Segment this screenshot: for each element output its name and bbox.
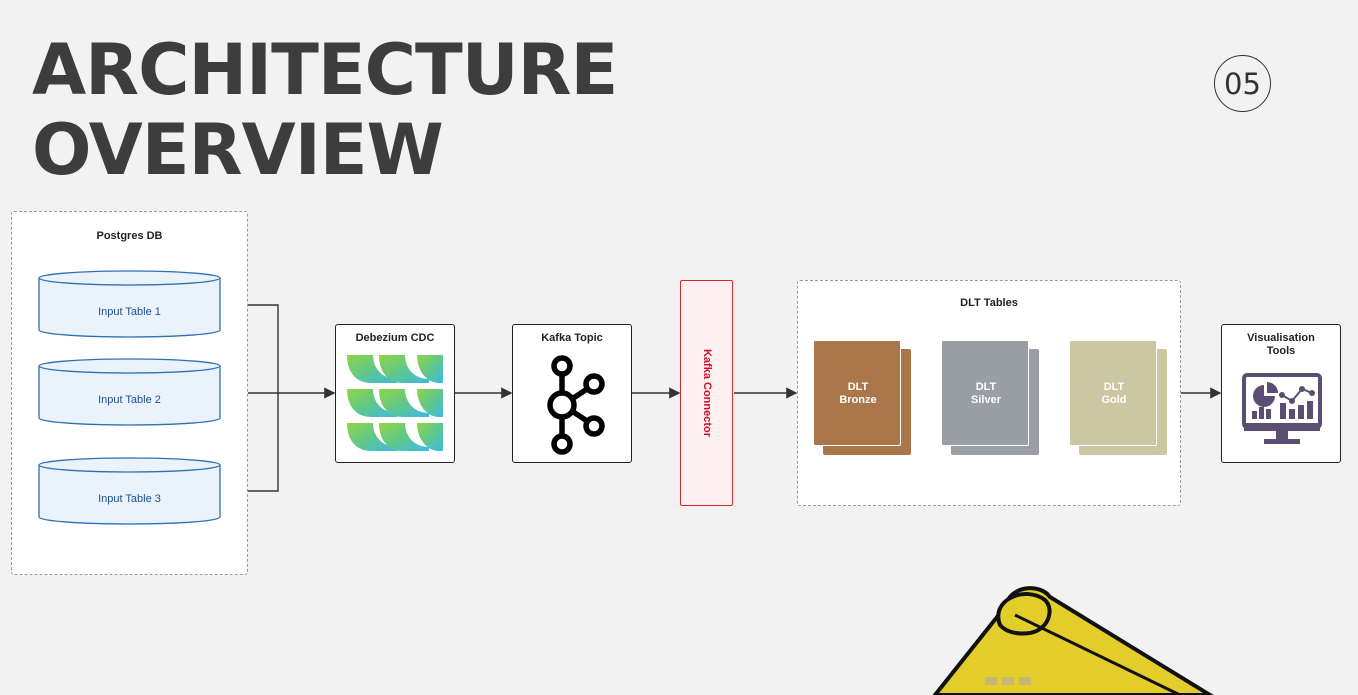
dlt-gold-front-page: DLT Gold bbox=[1069, 340, 1157, 446]
debezium-cdc-node: Debezium CDC bbox=[335, 324, 455, 463]
input-table-2-label: Input Table 2 bbox=[98, 394, 161, 406]
postgres-db-label: Postgres DB bbox=[96, 230, 163, 242]
dlt-silver-line-2: Silver bbox=[971, 394, 1001, 406]
dlt-gold-table: DLT Gold bbox=[1069, 340, 1167, 460]
visualisation-line-2: Tools bbox=[1266, 345, 1296, 357]
visualisation-tools-node: Visualisation Tools bbox=[1221, 324, 1341, 463]
page-title: ARCHITECTURE OVERVIEW bbox=[32, 29, 618, 191]
visualisation-tools-label: Visualisation Tools bbox=[1222, 332, 1340, 358]
debezium-cdc-label: Debezium CDC bbox=[355, 332, 435, 344]
dlt-tables-label: DLT Tables bbox=[960, 297, 1018, 309]
dlt-silver-label: DLT Silver bbox=[942, 381, 1030, 407]
debezium-logo-icon bbox=[347, 355, 443, 451]
database-icon bbox=[38, 358, 221, 426]
dlt-bronze-line-1: DLT bbox=[847, 381, 869, 393]
page-number-badge: 05 bbox=[1214, 55, 1271, 112]
dlt-silver-front-page: DLT Silver bbox=[941, 340, 1029, 446]
input-table-2-cylinder: Input Table 2 bbox=[38, 358, 221, 428]
dlt-gold-line-1: DLT bbox=[1103, 381, 1125, 393]
database-icon bbox=[38, 457, 221, 525]
title-line-2: OVERVIEW bbox=[32, 109, 444, 191]
kafka-logo-icon bbox=[547, 355, 605, 455]
title-line-1: ARCHITECTURE bbox=[32, 29, 618, 111]
dlt-silver-line-1: DLT bbox=[975, 381, 997, 393]
decorative-yellow-scroll bbox=[932, 586, 1214, 695]
kafka-connector-node: Kafka Connector bbox=[680, 280, 733, 506]
dlt-bronze-front-page: DLT Bronze bbox=[813, 340, 901, 446]
input-table-1-cylinder: Input Table 1 bbox=[38, 270, 221, 340]
kafka-topic-label: Kafka Topic bbox=[541, 332, 603, 344]
kafka-topic-node: Kafka Topic bbox=[512, 324, 632, 463]
kafka-connector-label: Kafka Connector bbox=[700, 348, 713, 438]
input-table-3-label: Input Table 3 bbox=[98, 493, 161, 505]
dlt-bronze-table: DLT Bronze bbox=[813, 340, 911, 460]
dashboard-monitor-icon bbox=[1242, 373, 1322, 444]
visualisation-line-1: Visualisation bbox=[1247, 332, 1315, 344]
input-table-1-label: Input Table 1 bbox=[98, 306, 161, 318]
dlt-bronze-line-2: Bronze bbox=[839, 394, 877, 406]
database-icon bbox=[38, 270, 221, 338]
dlt-gold-label: DLT Gold bbox=[1070, 381, 1158, 407]
input-table-3-cylinder: Input Table 3 bbox=[38, 457, 221, 527]
dlt-silver-table: DLT Silver bbox=[941, 340, 1039, 460]
dlt-gold-line-2: Gold bbox=[1101, 394, 1127, 406]
dlt-bronze-label: DLT Bronze bbox=[814, 381, 902, 407]
